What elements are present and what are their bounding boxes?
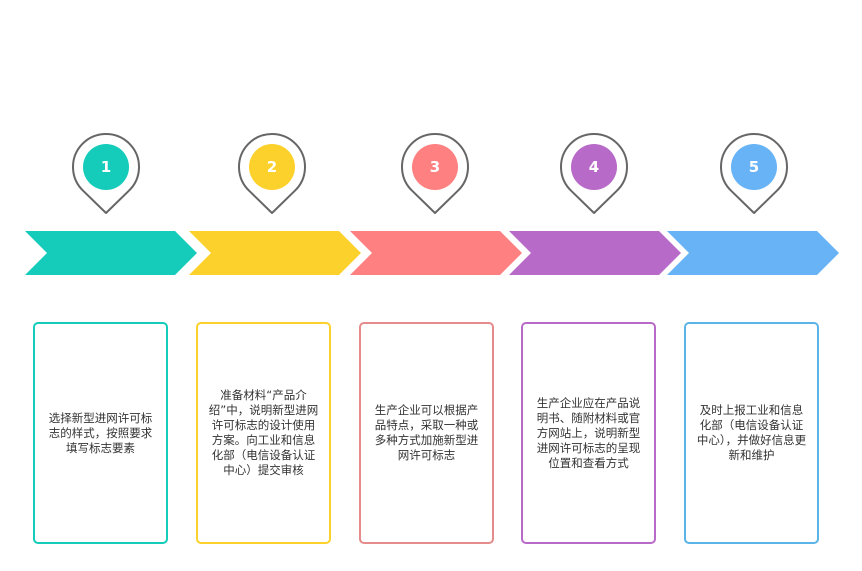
step-arrow-3: [350, 231, 522, 275]
step-number-2: 2: [267, 158, 277, 176]
step-text-4: 生产企业应在产品说明书、随附材料或官方网站上，说明新型进网许可标志的呈现位置和查…: [536, 395, 641, 470]
step-card-3: 生产企业可以根据产品特点，采取一种或多种方式加施新型进网许可标志: [359, 322, 494, 544]
step-pin-5: 5: [720, 132, 788, 214]
step-pin-3: 3: [401, 132, 469, 214]
step-card-1: 选择新型进网许可标志的样式，按照要求填写标志要素: [33, 322, 168, 544]
step-pin-2: 2: [238, 132, 306, 214]
step-text-2: 准备材料“产品介绍”中，说明新型进网许可标志的设计使用方案。向工业和信息化部（电…: [208, 388, 319, 477]
step-number-1: 1: [101, 158, 111, 176]
pin-badge: [249, 144, 295, 190]
step-number-4: 4: [589, 158, 599, 176]
step-card-4: 生产企业应在产品说明书、随附材料或官方网站上，说明新型进网许可标志的呈现位置和查…: [521, 322, 656, 544]
step-arrow-2: [189, 231, 361, 275]
pin-badge: [83, 144, 129, 190]
step-text-1: 选择新型进网许可标志的样式，按照要求填写标志要素: [48, 410, 153, 455]
step-text-3: 生产企业可以根据产品特点，采取一种或多种方式加施新型进网许可标志: [374, 403, 479, 462]
pin-row: 1 2 3 4 5: [72, 132, 788, 214]
step-pin-4: 4: [560, 132, 628, 214]
step-number-5: 5: [749, 158, 759, 176]
step-arrow-4: [509, 231, 681, 275]
step-arrow-5: [667, 231, 839, 275]
pin-badge: [412, 144, 458, 190]
step-pin-1: 1: [72, 132, 140, 214]
arrow-band: [25, 231, 839, 275]
step-card-5: 及时上报工业和信息化部（电信设备认证中心），并做好信息更新和维护: [684, 322, 819, 544]
step-text-5: 及时上报工业和信息化部（电信设备认证中心），并做好信息更新和维护: [696, 403, 807, 462]
pin-badge: [731, 144, 777, 190]
pin-badge: [571, 144, 617, 190]
step-arrow-1: [25, 231, 197, 275]
step-number-3: 3: [430, 158, 440, 176]
step-card-2: 准备材料“产品介绍”中，说明新型进网许可标志的设计使用方案。向工业和信息化部（电…: [196, 322, 331, 544]
